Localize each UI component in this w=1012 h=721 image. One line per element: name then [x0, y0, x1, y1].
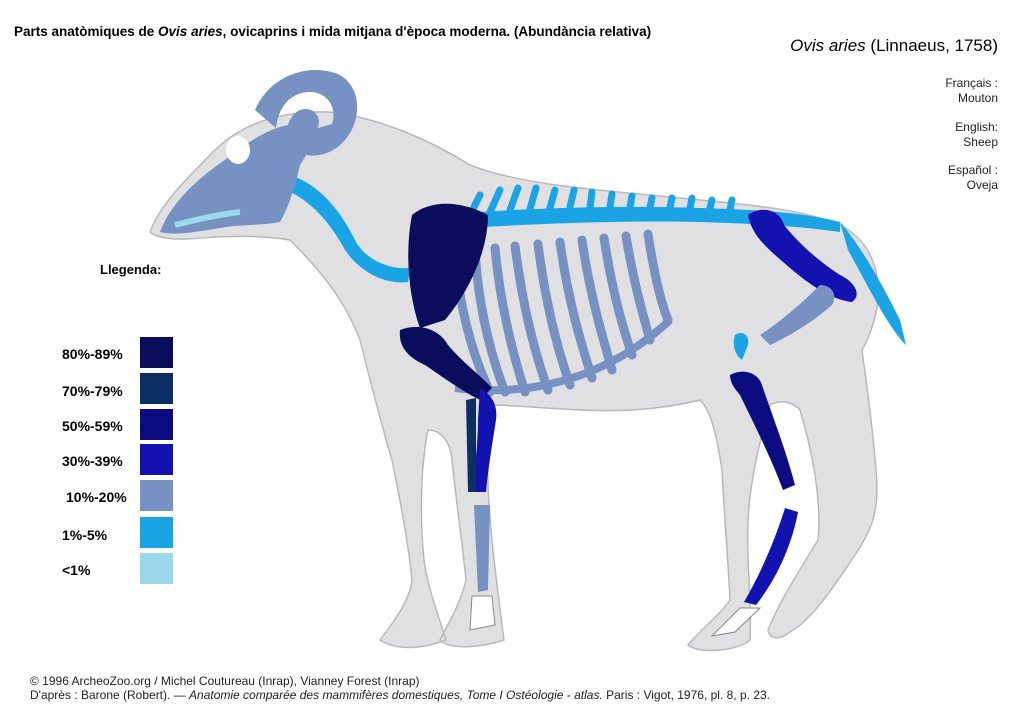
credits-line2-end: Paris : Vigot, 1976, pl. 8, p. 23. — [603, 688, 770, 702]
legend-label-30-39: 30%-39% — [62, 453, 123, 469]
credits-line1: © 1996 ArcheoZoo.org / Michel Coutureau … — [30, 674, 770, 688]
legend-swatch-1-5 — [140, 517, 173, 548]
legend-label-10-20: 10%-20% — [66, 489, 127, 505]
legend-label-80-89: 80%-89% — [62, 346, 123, 362]
legend-title: Llegenda: — [100, 262, 161, 277]
legend-swatch-70-79 — [140, 373, 173, 404]
orbit — [226, 136, 250, 164]
credits-line2-title: Anatomie comparée des mammifères domesti… — [189, 688, 603, 702]
legend-swatch-80-89 — [140, 337, 173, 368]
legend-swatch-lt1 — [140, 553, 173, 584]
credits: © 1996 ArcheoZoo.org / Michel Coutureau … — [30, 674, 770, 702]
legend-label-1-5: 1%-5% — [62, 527, 107, 543]
legend-label-70-79: 70%-79% — [62, 383, 123, 399]
legend-swatch-50-59 — [140, 409, 173, 440]
credits-line2: D'après : Barone (Robert). — Anatomie co… — [30, 688, 770, 702]
legend-swatch-30-39 — [140, 444, 173, 475]
front-phalanges — [470, 596, 495, 630]
credits-line2-start: D'après : Barone (Robert). — — [30, 688, 189, 702]
legend-label-lt1: <1% — [62, 562, 90, 578]
legend-label-50-59: 50%-59% — [62, 418, 123, 434]
legend-swatch-10-20 — [140, 480, 173, 511]
